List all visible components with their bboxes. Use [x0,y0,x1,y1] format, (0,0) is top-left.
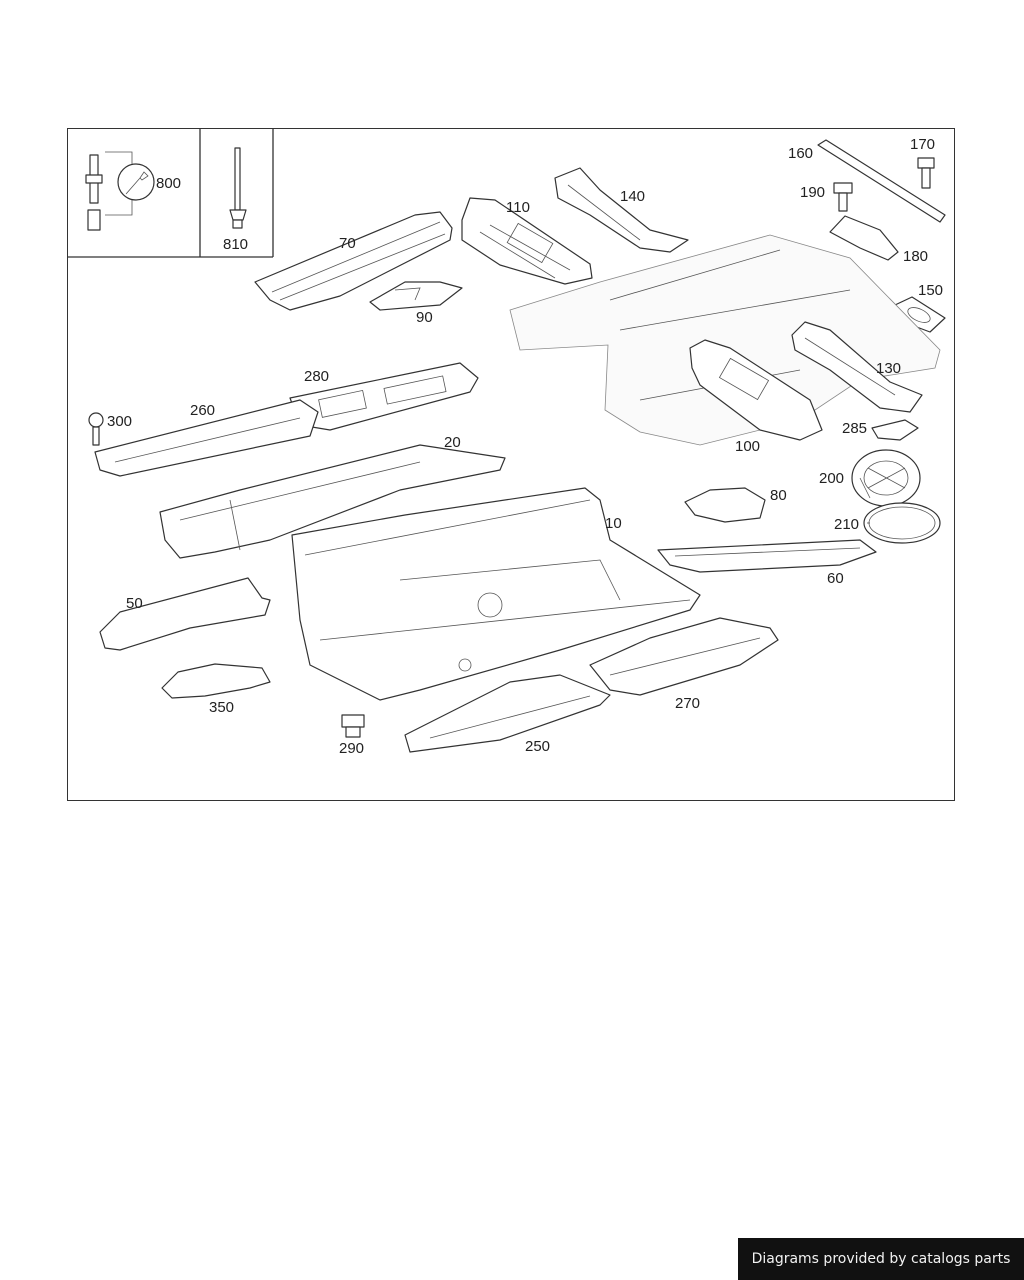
part-190-bolt[interactable] [833,182,853,212]
part-270-panel[interactable] [589,617,779,696]
label-160: 160 [788,145,813,162]
part-140-member[interactable] [554,167,689,253]
part-70-rail[interactable] [254,211,453,311]
part-labels: 800 810 70 90 110 140 160 170 190 180 15… [107,136,943,757]
footer-credit: Diagrams provided by catalogs parts [738,1238,1024,1280]
label-10: 10 [605,515,622,532]
part-290-nut[interactable] [341,714,365,738]
label-140: 140 [620,188,645,205]
label-285: 285 [842,420,867,437]
label-250: 250 [525,738,550,755]
part-90-bracket[interactable] [369,281,463,311]
label-210: 210 [834,516,859,533]
part-210-seal[interactable] [863,502,941,544]
rear-floor-assembly [509,234,941,446]
part-60-rail[interactable] [657,539,877,573]
label-810: 810 [223,236,248,253]
label-290: 290 [339,740,364,757]
part-110-crossmember[interactable] [461,197,593,285]
part-50-panel[interactable] [99,577,271,651]
label-130: 130 [876,360,901,377]
label-270: 270 [675,695,700,712]
part-800-bolt-kit[interactable] [85,151,155,231]
part-200-cover[interactable] [851,449,921,507]
part-20-sill[interactable] [159,444,506,559]
part-250-panel[interactable] [404,674,611,753]
label-50: 50 [126,595,143,612]
label-190: 190 [800,184,825,201]
part-10-main-floor[interactable] [291,487,701,701]
label-200: 200 [819,470,844,487]
label-800: 800 [156,175,181,192]
label-80: 80 [770,487,787,504]
label-90: 90 [416,309,433,326]
label-110: 110 [506,199,530,216]
inset-boxes [67,128,274,258]
label-280: 280 [304,368,329,385]
part-130-member[interactable] [791,321,923,413]
label-20: 20 [444,434,461,451]
wrench-icon [117,163,155,201]
part-260-panel[interactable] [94,399,319,477]
part-300-screw[interactable] [88,412,104,446]
leader-lines [859,477,871,524]
part-160-strut[interactable] [817,139,946,223]
label-150: 150 [918,282,943,299]
label-170: 170 [910,136,935,153]
label-260: 260 [190,402,215,419]
part-180-bracket[interactable] [829,215,899,261]
label-100: 100 [735,438,760,455]
diagram-frame [67,128,955,801]
part-170-bolt[interactable] [917,157,935,189]
label-70: 70 [339,235,356,252]
part-80-bracket[interactable] [684,487,766,523]
part-810-long-bolt[interactable] [229,147,247,229]
label-180: 180 [903,248,928,265]
label-60: 60 [827,570,844,587]
part-350-bracket[interactable] [161,663,271,699]
part-285-plug[interactable] [871,419,919,441]
label-300: 300 [107,413,132,430]
part-100-crossmember[interactable] [689,339,823,441]
label-350: 350 [209,699,234,716]
